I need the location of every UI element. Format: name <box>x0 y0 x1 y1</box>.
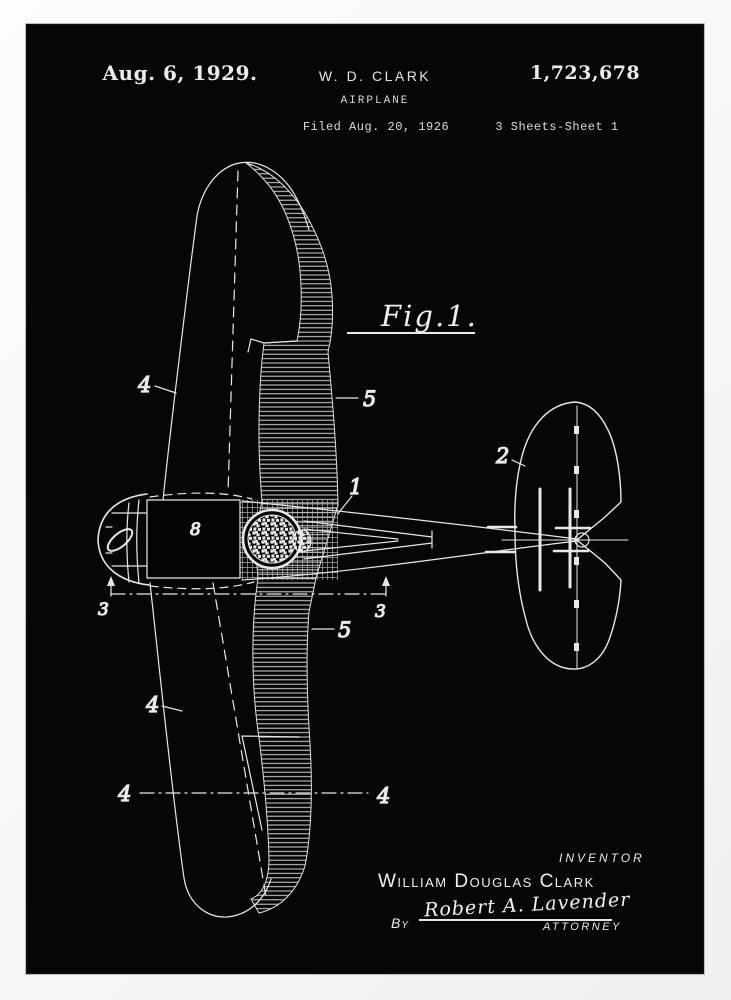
header-inventor-short: W. D. CLARK <box>318 68 432 84</box>
section-line-3 <box>107 576 390 596</box>
tailpost <box>575 533 589 547</box>
nose-cowl <box>98 494 149 585</box>
part-label-tail: 2 <box>495 444 509 468</box>
cockpit-stipple <box>248 515 296 563</box>
upper-wing <box>163 162 338 578</box>
section-3-arrowhead-right <box>382 576 390 586</box>
fuselage-longerons <box>304 521 432 559</box>
part-label-wing-lower: 4 <box>145 693 159 717</box>
header-doc-title: AIRPLANE <box>340 95 410 107</box>
upper-wing-leading-edge <box>163 162 309 500</box>
upper-wing-hinge-dashed <box>228 171 238 493</box>
inventor-name: William Douglas Clark <box>378 871 595 892</box>
header-patent-number: 1,723,678 <box>529 62 641 84</box>
lower-wing <box>150 578 316 917</box>
by-label: By <box>391 915 410 931</box>
inventor-heading: INVENTOR <box>559 851 645 865</box>
part-label-section3-right: 3 <box>375 602 386 622</box>
upper-aileron-step <box>248 339 297 352</box>
tail-control-rods <box>486 527 590 552</box>
lower-wing-hinge-dashed <box>213 583 266 897</box>
part-label-flap-lower: 5 <box>338 618 351 642</box>
lower-wing-flap-hatch <box>251 578 316 913</box>
header-filed-line: Filed Aug. 20, 1926 <box>302 120 450 134</box>
part-label-flap-upper: 5 <box>363 387 376 411</box>
part-label-fuselage: 1 <box>349 475 362 499</box>
fuselage-group <box>98 493 590 589</box>
stabilizer-outline <box>515 402 621 669</box>
nose-ribs <box>106 500 147 583</box>
figure-label: Fig.1. <box>381 299 478 333</box>
hinge-ticks <box>574 426 579 651</box>
section-3-arrowhead-left <box>107 576 115 586</box>
header-date: Aug. 6, 1929. <box>102 61 258 85</box>
lower-aileron-step <box>242 736 299 830</box>
attorney-label: ATTORNEY <box>543 921 622 933</box>
part-label-section4-left: 4 <box>117 782 131 806</box>
part-label-engine: 8 <box>190 520 201 540</box>
headrest-fairing <box>293 530 311 552</box>
propeller-hub-opening <box>104 525 135 554</box>
patent-sheet <box>25 23 705 975</box>
figure-label-underline <box>347 332 475 334</box>
fuselage-dashed-outline <box>150 493 254 589</box>
header-sheet-info: 3 Sheets-Sheet 1 <box>495 120 619 134</box>
lower-wing-leading-edge <box>150 583 271 917</box>
part-label-section4-right: 4 <box>376 784 390 808</box>
signature-underline <box>419 919 612 921</box>
part-label-wing-upper: 4 <box>137 373 151 397</box>
tail-group <box>502 402 628 669</box>
center-section-block <box>147 500 240 578</box>
leader-lines <box>155 386 525 711</box>
part-label-section3-left: 3 <box>98 600 109 620</box>
